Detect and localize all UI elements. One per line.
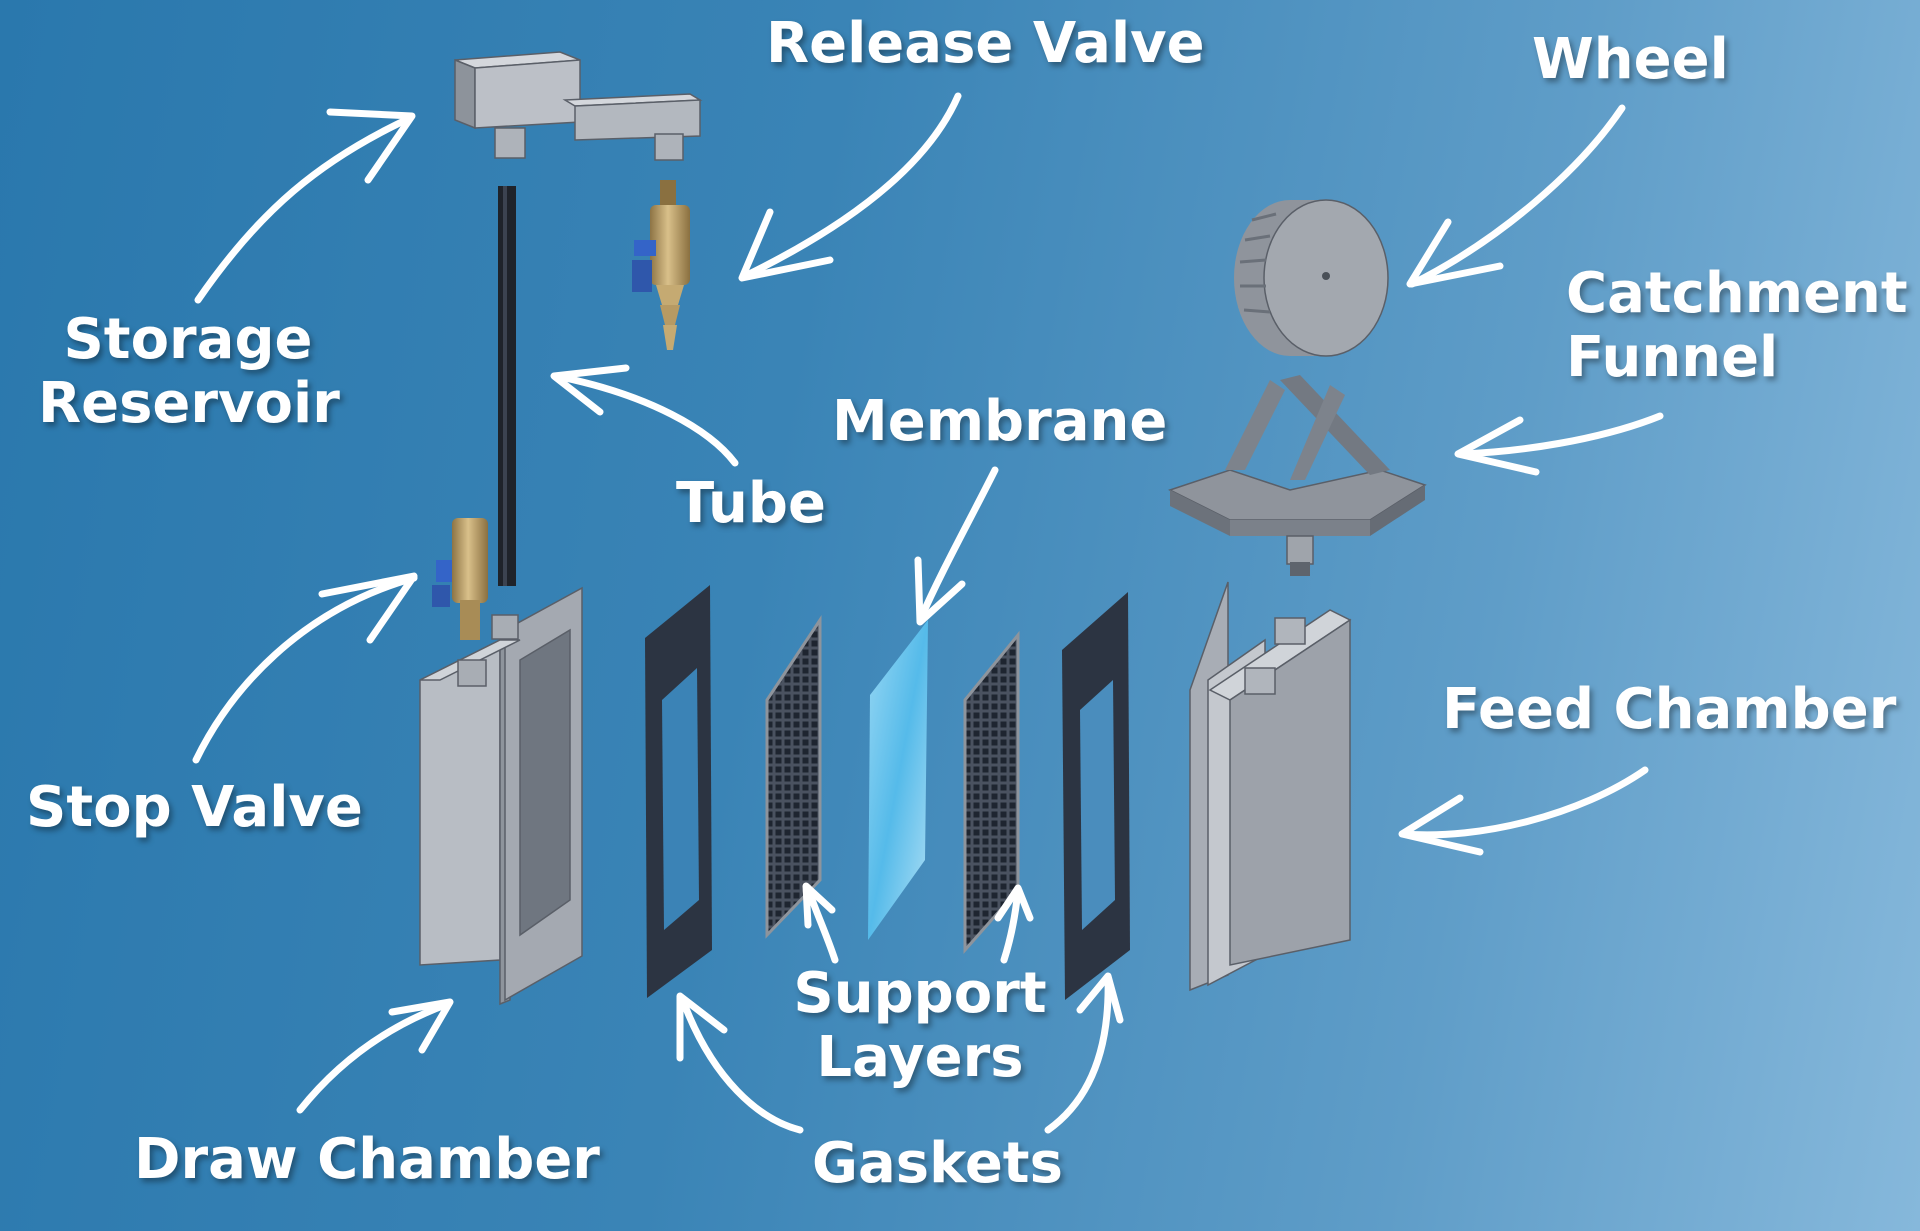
arrow-catchment-funnel-head [1454,416,1540,476]
label-catchment-funnel-line2: Funnel [1566,325,1779,391]
label-support-layers-line2: Layers [816,1025,1024,1091]
label-catchment-funnel-line1: Catchment [1566,261,1908,326]
label-stop-valve: Stop Valve [26,775,363,840]
label-gaskets: Gaskets [812,1131,1063,1196]
arrow-stop-valve-head [318,572,418,644]
label-catchment-funnel: Catchment Funnel [1566,261,1908,391]
arrow-wheel [1408,104,1626,288]
release-valve [632,180,690,350]
gasket-right [1062,592,1130,1000]
label-release-valve: Release Valve [766,11,1205,76]
arrows [192,92,1664,1134]
label-draw-chamber: Draw Chamber [134,1127,600,1192]
label-storage-reservoir: Storage Reservoir [38,307,340,437]
stop-valve [432,518,488,640]
label-support-layers-line1: Support [793,961,1047,1026]
arrow-storage-reservoir [194,114,414,304]
arrow-feed-chamber-head [1398,794,1484,856]
label-storage-reservoir-line2: Reservoir [38,371,340,437]
label-tube: Tube [676,471,826,536]
arrow-gasket-left-head [676,992,728,1062]
arrow-support-right-head [994,884,1034,922]
arrow-support-left-head [802,882,836,929]
label-membrane: Membrane [832,389,1168,454]
support-layer-left [765,615,822,939]
feed-chamber [1189,581,1352,992]
arrow-feed-chamber [1400,766,1649,839]
arrow-catchment-funnel [1456,412,1664,458]
arrow-membrane-head [914,556,966,626]
label-storage-reservoir-line1: Storage [63,307,313,372]
arrow-draw-chamber [296,1000,452,1114]
label-feed-chamber: Feed Chamber [1442,677,1897,742]
arrow-gasket-right [1044,974,1112,1134]
arrow-tube-head [550,364,630,416]
arrow-release-valve [741,92,962,280]
arrow-release-valve-head [738,208,834,282]
catchment-funnel [1168,375,1427,576]
arrow-membrane [916,466,999,624]
wheel [1234,199,1389,357]
arrow-wheel-head [1406,218,1504,288]
membrane [868,620,928,940]
storage-reservoir [454,51,703,161]
draw-chamber [419,586,583,1006]
arrow-tube [552,372,739,467]
arrow-gasket-right-head [1076,972,1124,1024]
arrow-draw-chamber-head [388,998,454,1054]
arrow-gasket-left [678,994,804,1134]
gasket-left [645,585,712,998]
arrow-stop-valve [192,574,418,764]
label-wheel: Wheel [1532,27,1729,92]
label-support-layers: Support Layers [760,961,1080,1091]
tube [498,186,516,586]
arrow-storage-reservoir-head [326,108,416,184]
